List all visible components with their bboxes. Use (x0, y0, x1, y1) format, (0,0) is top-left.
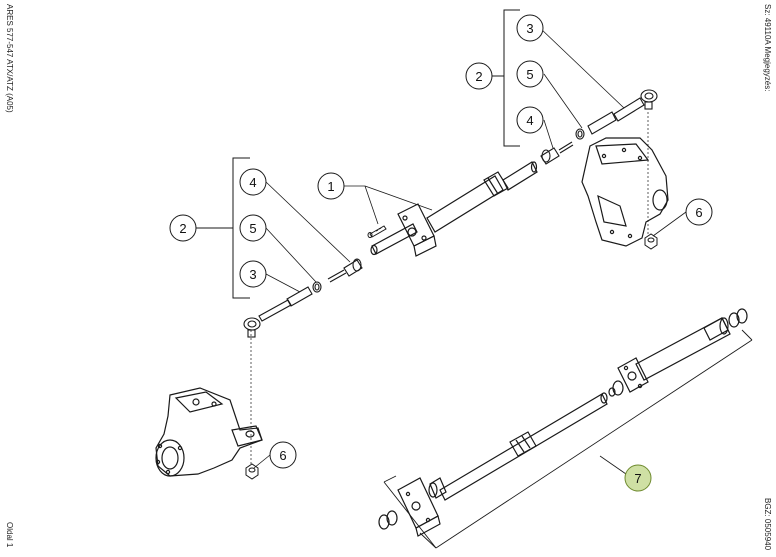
callout-7: 7 (624, 464, 652, 492)
kit-bracket (383, 329, 753, 549)
svg-text:7: 7 (634, 471, 641, 486)
callout-6-right: 6 (685, 198, 713, 226)
nut-left (245, 463, 259, 480)
svg-text:3: 3 (526, 21, 533, 36)
svg-text:4: 4 (526, 113, 533, 128)
steering-cylinder (370, 161, 538, 257)
svg-text:6: 6 (695, 205, 702, 220)
svg-text:2: 2 (475, 69, 482, 84)
bolt (367, 225, 387, 238)
callout-4-left: 4 (239, 168, 267, 196)
tie-rod-left (243, 258, 363, 338)
svg-text:2: 2 (179, 221, 186, 236)
callout-2-left: 2 (169, 214, 197, 242)
callout-1: 1 (317, 172, 345, 200)
callout-3-right: 3 (516, 14, 544, 42)
svg-text:3: 3 (249, 267, 256, 282)
leader-lines (253, 27, 687, 475)
svg-text:5: 5 (526, 67, 533, 82)
tie-rod-right (540, 89, 658, 165)
svg-text:1: 1 (327, 179, 334, 194)
steering-knuckle-left (155, 387, 263, 477)
callout-4-right: 4 (516, 106, 544, 134)
guide-lines (250, 112, 649, 465)
callout-2-right: 2 (465, 62, 493, 90)
steering-knuckle-right (581, 137, 669, 247)
cylinder-assembly (378, 308, 748, 537)
callout-3-left: 3 (239, 260, 267, 288)
bracket-left (196, 157, 250, 299)
callout-5-right: 5 (516, 60, 544, 88)
svg-text:5: 5 (249, 221, 256, 236)
callout-5-left: 5 (239, 214, 267, 242)
svg-text:6: 6 (279, 448, 286, 463)
callout-6-left: 6 (269, 441, 297, 469)
svg-text:4: 4 (249, 175, 256, 190)
bracket-right (492, 9, 520, 147)
nut-right (644, 233, 658, 250)
